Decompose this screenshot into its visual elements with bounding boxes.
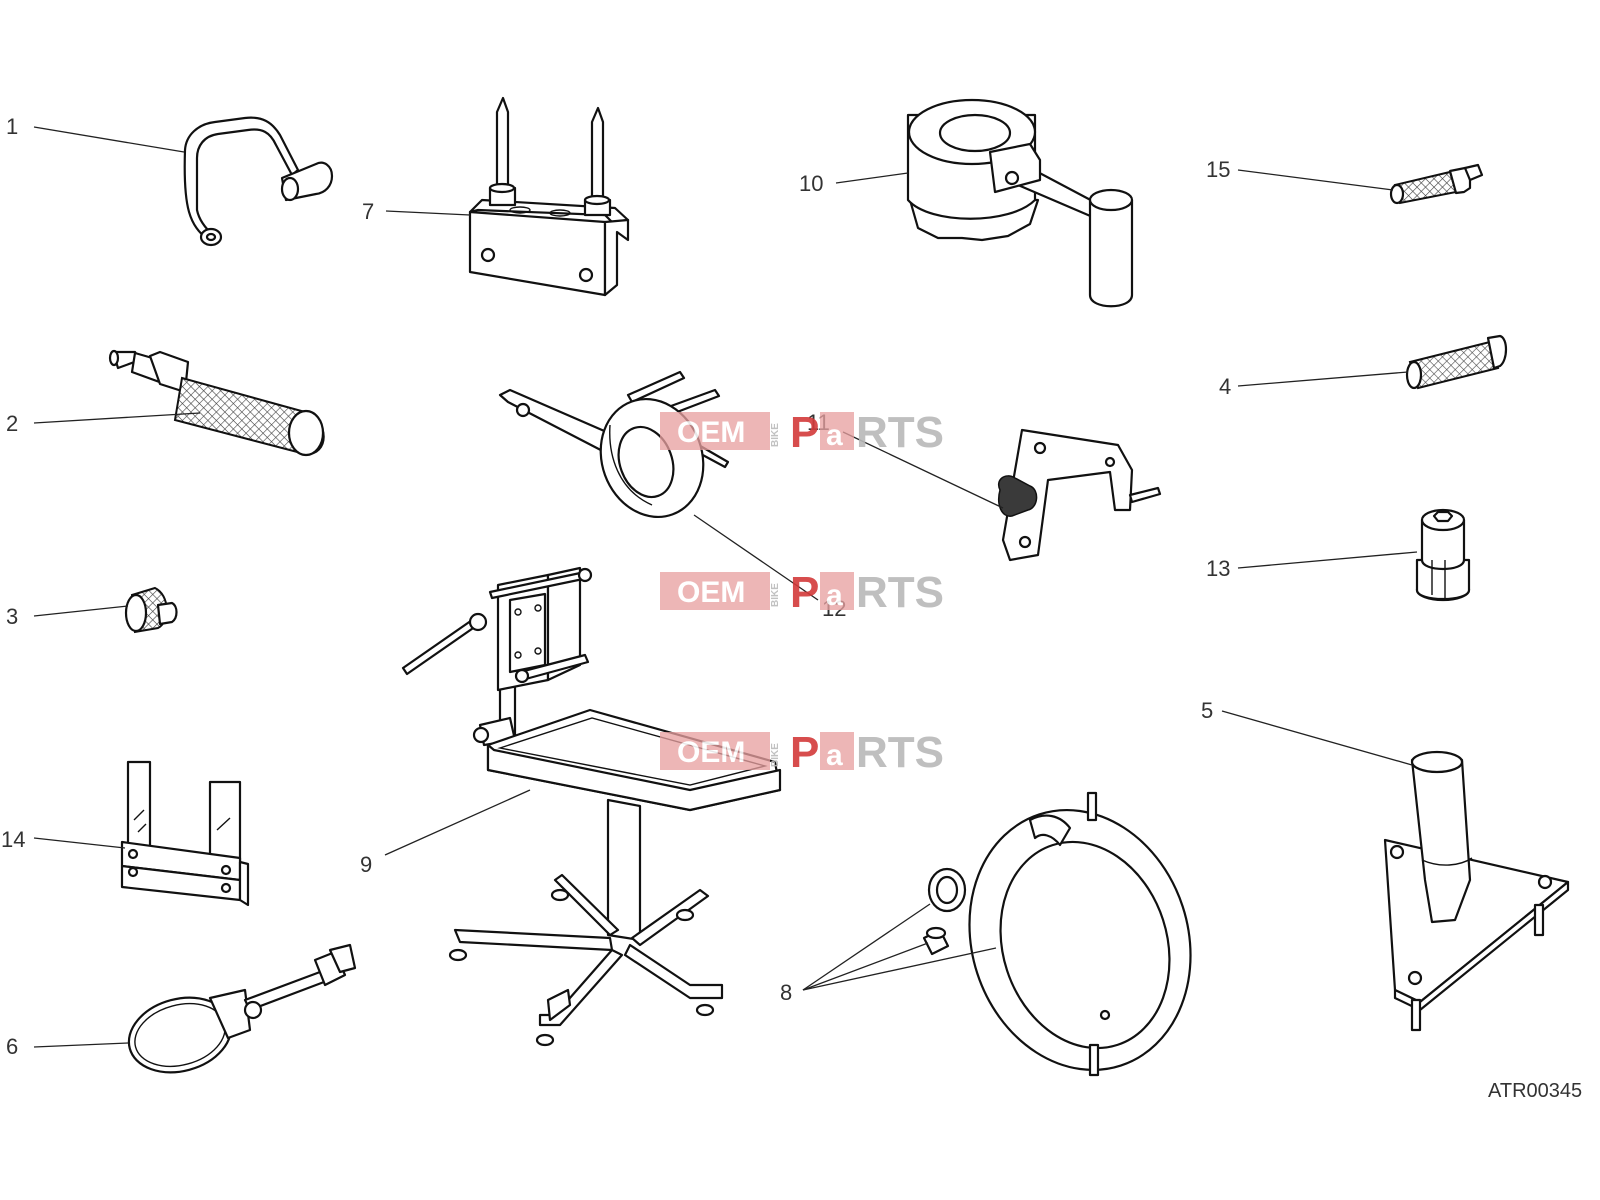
part-11-bracket-knob xyxy=(998,428,1162,562)
svg-text:BIKE: BIKE xyxy=(770,583,781,607)
svg-text:a: a xyxy=(826,419,843,452)
callout-2: 2 xyxy=(6,411,18,436)
svg-text:a: a xyxy=(826,579,843,612)
svg-text:BIKE: BIKE xyxy=(770,743,781,767)
callout-1: 1 xyxy=(6,114,18,139)
svg-text:OEM: OEM xyxy=(677,416,745,449)
watermark-1: OEM BIKE P a RTS xyxy=(660,408,944,457)
part-10-ring-nut-wrench xyxy=(906,98,1134,308)
svg-text:a: a xyxy=(826,739,843,772)
svg-text:OEM: OEM xyxy=(677,576,745,609)
reference-code: ATR00345 xyxy=(1488,1080,1582,1102)
callout-7: 7 xyxy=(362,199,374,224)
part-12-ring-tool xyxy=(498,370,730,519)
part-1-crank-bracket xyxy=(183,116,334,247)
callout-8: 8 xyxy=(780,980,792,1005)
callout-5: 5 xyxy=(1201,698,1213,723)
callout-14: 14 xyxy=(1,827,25,852)
callout-6: 6 xyxy=(6,1034,18,1059)
callout-9: 9 xyxy=(360,852,372,877)
svg-text:BIKE: BIKE xyxy=(770,423,781,447)
callout-3: 3 xyxy=(6,604,18,629)
leader-lines xyxy=(33,126,1418,1048)
part-8-ring-kit xyxy=(922,791,1192,1077)
callout-labels: 1 2 3 4 5 6 7 8 9 10 11 12 13 14 15 xyxy=(1,114,1231,1059)
svg-text:P: P xyxy=(790,408,819,457)
watermark-2: OEM BIKE P a RTS xyxy=(660,568,944,617)
svg-text:RTS: RTS xyxy=(856,728,944,777)
part-13-socket xyxy=(1415,508,1471,602)
svg-text:RTS: RTS xyxy=(856,408,944,457)
callout-4: 4 xyxy=(1219,374,1231,399)
watermark-3: OEM BIKE P a RTS xyxy=(660,728,944,777)
part-14-gauge-fork xyxy=(120,760,250,907)
callout-10: 10 xyxy=(799,171,823,196)
part-4-knurled-pin xyxy=(1405,334,1508,390)
part-7-pin-plate xyxy=(468,96,630,297)
part-6-strap-wrench xyxy=(127,943,357,1074)
part-5-tool-plate xyxy=(1383,750,1570,1032)
part-3-knurled-bush xyxy=(124,586,178,634)
svg-text:OEM: OEM xyxy=(677,736,745,769)
callout-13: 13 xyxy=(1206,556,1230,581)
svg-text:P: P xyxy=(790,728,819,777)
part-9-engine-stand xyxy=(401,566,782,1047)
svg-text:P: P xyxy=(790,568,819,617)
svg-text:RTS: RTS xyxy=(856,568,944,617)
part-15-knurled-pin xyxy=(1389,163,1484,205)
callout-15: 15 xyxy=(1206,157,1230,182)
part-2-knurled-tool xyxy=(108,349,325,457)
